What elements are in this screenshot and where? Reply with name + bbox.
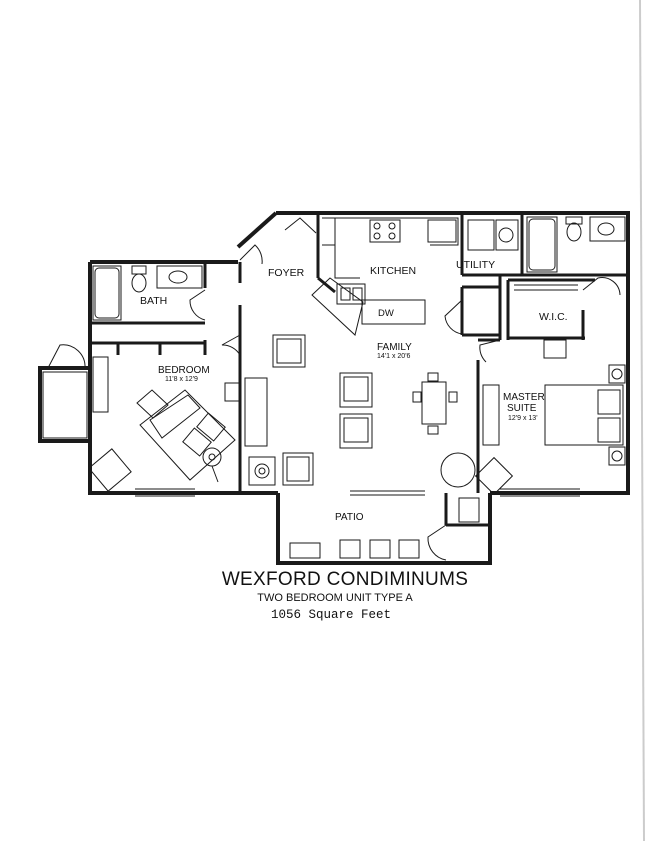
label-wic: W.I.C. [539, 311, 568, 323]
room-labels: FOYER KITCHEN UTILITY BATH W.I.C. DW BED… [140, 259, 568, 523]
plan-area: 1056 Square Feet [270, 608, 392, 622]
exterior-walls [38, 211, 630, 565]
label-suite: SUITE [507, 403, 537, 414]
label-master: MASTER [503, 392, 545, 403]
plan-subtitle: TWO BEDROOM UNIT TYPE A [257, 592, 413, 604]
label-family: FAMILY [377, 342, 412, 353]
label-master-size: 12'9 x 13' [508, 415, 538, 422]
fixtures [42, 216, 626, 559]
doors [47, 217, 621, 561]
label-utility: UTILITY [456, 259, 495, 271]
label-kitchen: KITCHEN [370, 265, 416, 277]
label-patio: PATIO [335, 512, 364, 523]
windows [135, 488, 580, 497]
label-bath: BATH [140, 295, 167, 307]
label-bedroom-size: 11'8 x 12'9 [165, 376, 198, 383]
label-family-size: 14'1 x 20'6 [377, 353, 411, 360]
label-dw: DW [378, 308, 394, 319]
plan-title: WEXFORD CONDIMINUMS [221, 569, 469, 590]
label-foyer: FOYER [268, 267, 305, 279]
interior-walls [90, 213, 628, 527]
label-bedroom: BEDROOM [158, 365, 210, 376]
